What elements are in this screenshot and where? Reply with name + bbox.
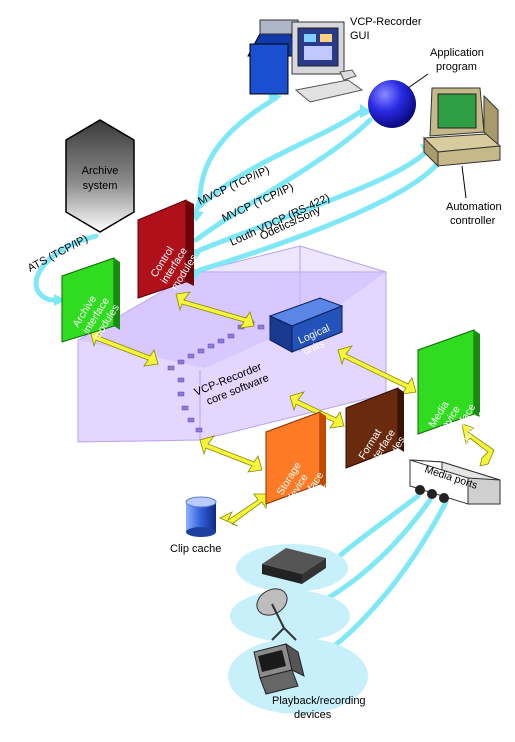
format-interface-modules: Format interface modules — [345, 387, 408, 474]
vcr-deck-icon — [262, 548, 326, 584]
clip-cache-icon — [185, 496, 217, 537]
automation-connection-2 — [197, 157, 443, 273]
arrow-core-storage — [199, 435, 263, 473]
arrow-media-ports — [461, 423, 495, 467]
automation-connection-1 — [197, 147, 431, 253]
archive-system-label-2: system — [83, 180, 118, 192]
clip-cache-label: Clip cache — [170, 543, 221, 555]
protocol-louth-vdcp: Louth VDCP (RS-422) — [228, 192, 332, 249]
automation-label-1: Automation — [446, 201, 502, 213]
archive-connection — [33, 233, 99, 303]
media-port-connector-icon — [427, 489, 437, 499]
application-label-2: program — [436, 61, 477, 73]
application-label-1: Application — [430, 47, 484, 59]
protocol-ats: ATS (TCP/IP) — [26, 233, 90, 275]
control-interface-modules: Control interface modules — [137, 199, 200, 299]
yellow-arrows — [89, 291, 495, 527]
media-device-interface-modules: Media device interface modules — [417, 329, 488, 449]
arrow-cache-storage — [219, 493, 269, 527]
logical-units: Logical units — [268, 297, 344, 358]
tv-monitor-icon — [253, 642, 305, 695]
satellite-dish-icon — [256, 588, 297, 641]
application-leader — [407, 73, 429, 89]
app-connection-2 — [193, 117, 373, 243]
archive-system-label-1: Archive — [82, 165, 119, 177]
app-connection-1 — [197, 109, 363, 209]
media-port-connector-icon — [439, 493, 449, 503]
storage-device-interface-modules: Storage device interface modules — [265, 411, 336, 517]
media-ports-box: Media ports — [409, 459, 501, 505]
application-sphere-icon — [368, 80, 416, 128]
media-port-connector-icon — [415, 485, 425, 495]
arrow-archive-core — [89, 327, 159, 367]
gui-connection — [193, 95, 279, 215]
devices-label-1: Playback/recording — [272, 695, 366, 707]
gui-label-1: VCP-Recorder — [350, 16, 422, 28]
gui-label-2: GUI — [350, 30, 370, 42]
devices-label-2: devices — [294, 709, 332, 721]
arrow-core-format — [289, 391, 345, 429]
automation-leader — [461, 165, 467, 199]
arrow-logical-media — [337, 345, 417, 395]
computer-icon — [247, 19, 364, 103]
archive-system: Archive system — [65, 119, 135, 233]
automation-label-2: controller — [450, 215, 496, 227]
automation-computer-icon — [422, 87, 502, 168]
arrow-control-logical — [175, 291, 255, 329]
